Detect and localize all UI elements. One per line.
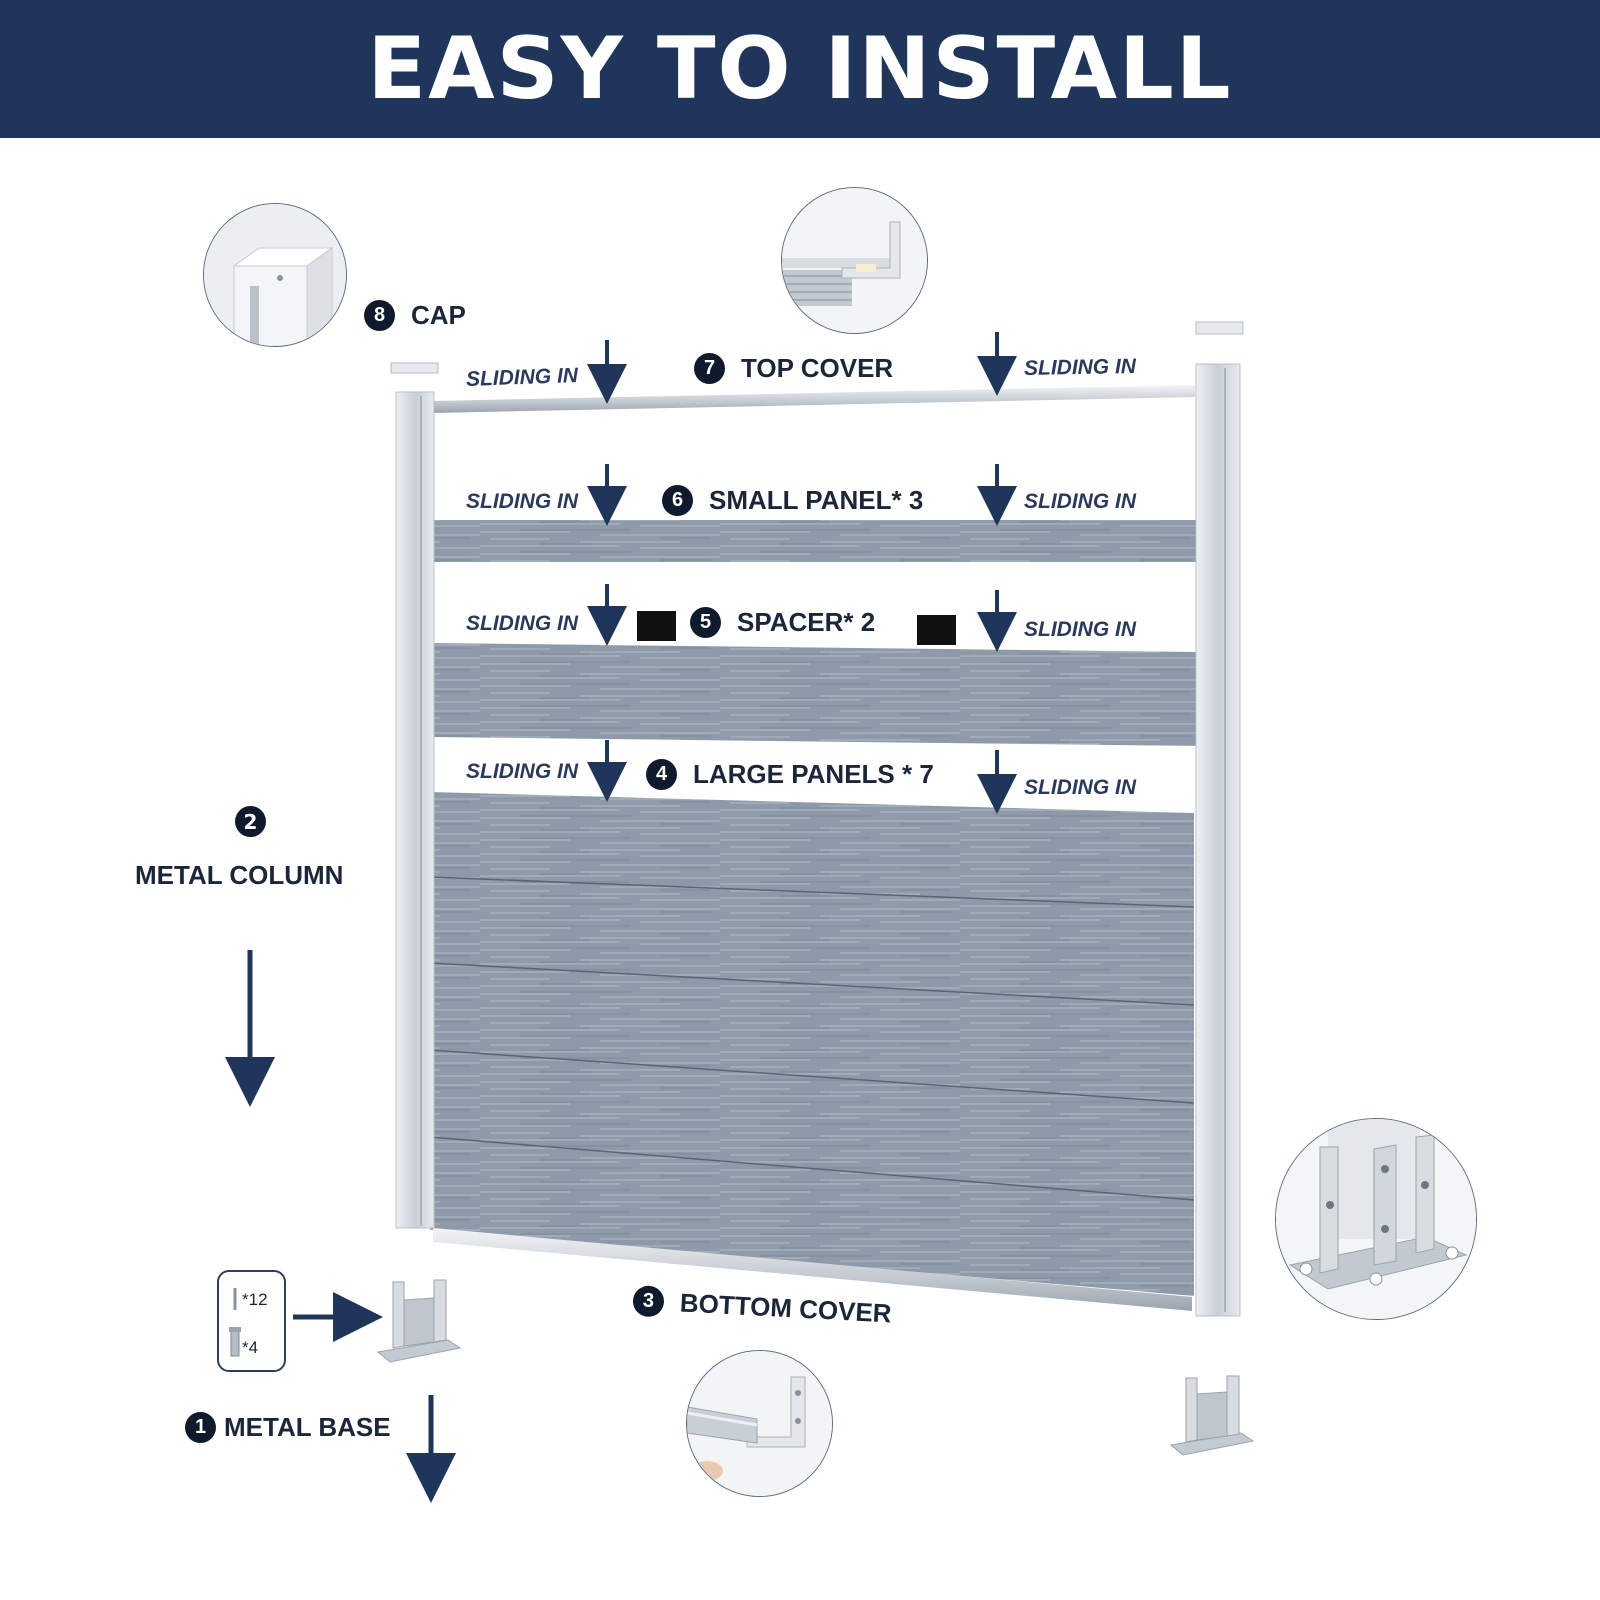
bottom-cover-detail-circle	[686, 1350, 833, 1497]
bottom-cover-detail-icon	[687, 1351, 832, 1496]
metal-base-right	[1169, 1375, 1255, 1456]
label-cap: 8 CAP	[364, 300, 466, 331]
base-detail-icon	[1276, 1119, 1476, 1319]
step-badge: 4	[646, 759, 677, 790]
cap-detail-circle	[203, 203, 347, 347]
label-metal-base: 1 METAL BASE	[185, 1412, 391, 1443]
step-badge: 3	[632, 1285, 665, 1318]
label-large-panels: 4 LARGE PANELS * 7	[646, 759, 934, 790]
sliding-in-label: SLIDING IN	[466, 490, 579, 513]
left-cap	[390, 362, 439, 374]
right-cap	[1195, 321, 1244, 335]
step-badge-metal-column: 2	[235, 806, 266, 837]
right-metal-column	[1195, 363, 1241, 1317]
label-small-panel: 6 SMALL PANEL* 3	[662, 485, 923, 516]
metal-base-left	[376, 1279, 462, 1363]
header-banner: EASY TO INSTALL	[0, 0, 1600, 138]
label-spacer: 5 SPACER* 2	[690, 607, 875, 638]
top-cover-rail	[433, 385, 1195, 413]
cap-detail-icon	[204, 204, 346, 346]
step-badge: 5	[690, 607, 721, 638]
spacer-left	[637, 611, 676, 641]
sliding-arrows	[587, 332, 1017, 814]
hardware-kit: *12 *4	[217, 1270, 286, 1372]
sliding-in-label: SLIDING IN	[1024, 618, 1137, 641]
sliding-in-label: SLIDING IN	[466, 760, 579, 783]
label-cap-text: CAP	[411, 300, 466, 330]
screw-icon	[229, 1288, 241, 1357]
bottom-cover-rail	[433, 1228, 1192, 1311]
anchor-count: *4	[242, 1338, 259, 1357]
top-cover-detail-circle	[781, 187, 928, 334]
step-badge: 6	[662, 485, 693, 516]
spacer-right	[917, 615, 956, 645]
sliding-in-label: SLIDING IN	[1024, 490, 1137, 513]
screw-count: *12	[242, 1290, 268, 1309]
label-top-cover-text: TOP COVER	[741, 353, 894, 383]
page-title: EASY TO INSTALL	[367, 19, 1233, 119]
sliding-in-label: SLIDING IN	[1023, 355, 1137, 380]
sliding-in-label: SLIDING IN	[1024, 776, 1137, 799]
base-detail-circle	[1275, 1118, 1477, 1320]
step-badge: 1	[185, 1412, 216, 1443]
label-metal-column: METAL COLUMN	[135, 860, 343, 891]
label-top-cover: 7 TOP COVER	[694, 353, 893, 384]
step-badge: 8	[364, 300, 395, 331]
sliding-in-label: SLIDING IN	[465, 364, 579, 391]
large-panel-stack	[430, 792, 1194, 1296]
small-panel	[428, 520, 1196, 562]
label-large-panels-text: LARGE PANELS * 7	[693, 759, 934, 789]
label-small-panel-text: SMALL PANEL* 3	[709, 485, 924, 515]
label-spacer-text: SPACER* 2	[737, 607, 876, 637]
left-metal-column	[395, 391, 435, 1229]
large-panel-upper	[430, 643, 1196, 746]
label-metal-column-text: METAL COLUMN	[135, 860, 344, 890]
step-badge: 7	[694, 353, 725, 384]
label-metal-base-text: METAL BASE	[224, 1412, 391, 1442]
sliding-in-label: SLIDING IN	[466, 612, 579, 635]
top-cover-detail-icon	[782, 188, 927, 333]
panel-seams	[429, 876, 1195, 1201]
